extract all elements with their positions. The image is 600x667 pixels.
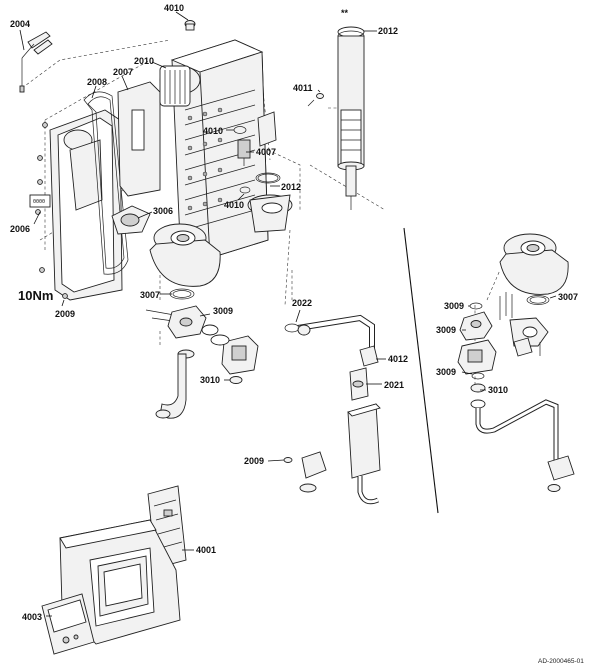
fan-right-part: [499, 233, 569, 295]
asterisk-note: **: [341, 8, 349, 18]
gas-valve-part: [210, 334, 259, 375]
callout-2012-top: 2012: [378, 26, 398, 36]
ring-4010-low: [239, 186, 251, 194]
callout-2004: 2004: [10, 19, 30, 29]
ring-3009-r1: [469, 302, 483, 310]
callout-4012: 4012: [388, 354, 408, 364]
callout-labels: 2004 4010 ** 2012 2008 2007 2010 4011 40…: [10, 3, 584, 665]
component-stamp-text: 0000: [33, 199, 45, 205]
callout-2022: 2022: [292, 298, 312, 308]
fan-left-part: [149, 223, 221, 287]
callout-4010-top: 4010: [164, 3, 184, 13]
callout-3009-r1: 3009: [444, 301, 464, 311]
callout-3009-r2: 3009: [436, 325, 456, 335]
trap-body-part: [347, 403, 381, 505]
section-divider-line: [403, 227, 439, 514]
sensor-4007-part: [237, 111, 277, 166]
sensor-4010-top: [184, 20, 196, 31]
ignition-electrode-part: [19, 31, 53, 93]
control-housing-part: [59, 519, 181, 645]
fitting-3010-right: [470, 383, 486, 409]
callout-2009-low: 2009: [244, 456, 264, 466]
callout-2007: 2007: [113, 67, 133, 77]
fitting-3010-left: [229, 376, 243, 384]
air-inlet-pipe-part: [155, 349, 195, 419]
callout-4003: 4003: [22, 612, 42, 622]
gas-pipe-part: [233, 387, 327, 493]
insulation-2007-part: [117, 81, 161, 197]
callout-3006: 3006: [153, 206, 173, 216]
torque-label: 10Nm: [18, 288, 53, 303]
siphon-2021-part: [349, 367, 369, 401]
burner-plate-3006-part: [111, 205, 151, 235]
leader-lines: [19, 11, 557, 617]
screw-4011-part: [307, 93, 324, 107]
callout-4010-low: 4010: [224, 200, 244, 210]
screws-group-right: [499, 292, 513, 320]
display-module-4003-part: [41, 593, 95, 655]
callout-2012-mid: 2012: [281, 182, 301, 192]
callout-4007: 4007: [256, 147, 276, 157]
ring-3009-r3: [471, 372, 485, 380]
condensate-pipe-part: [284, 314, 375, 350]
callout-4010-mid: 4010: [203, 126, 223, 136]
callout-3010-right: 3010: [488, 385, 508, 395]
ring-3007-right: [526, 295, 550, 305]
heat-exchanger-part: [159, 39, 293, 259]
callout-2010: 2010: [134, 56, 154, 66]
callout-2009-top: 2009: [55, 309, 75, 319]
gas-pipe-right: [475, 399, 575, 492]
gas-valve-right: [457, 337, 541, 375]
callout-2008: 2008: [87, 77, 107, 87]
ring-3007-left: [169, 288, 195, 300]
callout-2006: 2006: [10, 224, 30, 234]
gasket-2008-part: [83, 91, 129, 275]
callout-2021: 2021: [384, 380, 404, 390]
venturi-3009-part: [167, 305, 219, 339]
venturi-3009-right: [459, 311, 549, 347]
callout-3007-left: 3007: [140, 290, 160, 300]
reference-code: AD-2000465-01: [538, 658, 584, 665]
ring-2012-mid: [255, 172, 281, 184]
callout-3009-r3: 3009: [436, 367, 456, 377]
callout-4001: 4001: [196, 545, 216, 555]
callout-3007-right: 3007: [558, 292, 578, 302]
callout-3010-left: 3010: [200, 375, 220, 385]
flue-pipe-part: [337, 26, 365, 210]
callout-4011: 4011: [293, 83, 313, 93]
callout-3009-left: 3009: [213, 306, 233, 316]
front-cover-plate-part: 0000: [29, 109, 123, 301]
siphon-4012-part: [359, 345, 379, 367]
